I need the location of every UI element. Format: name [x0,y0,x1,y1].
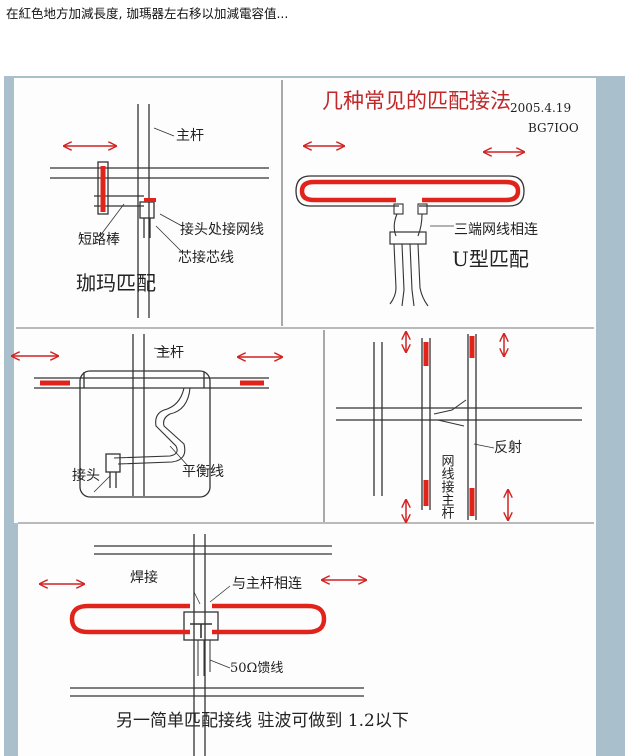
gamma-shield-label: 接头处接网线 [180,221,264,238]
footer-note: 另一简单匹配接线 驻波可做到 1.2以下 [116,711,409,731]
u-braid-label: 三端网线相连 [454,222,538,238]
gamma-title: 珈玛匹配 [76,271,156,295]
panel-simple-paper [18,523,596,756]
balanced-line-diagram [34,334,269,498]
sheet-date: 2005.4.19 [510,101,571,115]
join-rod-label: 与主杆相连 [232,576,302,592]
weld-label: 焊接 [130,569,158,586]
balanced-line-label: 平衡线 [182,464,224,480]
page-caption: 在紅色地方加減長度, 珈瑪器左右移以加減電容值... [6,6,289,21]
gamma-core-label: 芯接芯线 [178,249,234,266]
reflector-diagram [336,334,582,520]
u-title: U型匹配 [452,247,529,271]
sheet-heading: 几种常见的匹配接法 [322,89,511,113]
sheet-callsign: BG7IOO [528,121,579,135]
braid-to-rod-label: 网线接主杆 [439,454,455,519]
u-match-diagram [295,175,525,307]
simple-match-diagram [70,534,364,756]
balanced-main-rod-label: 主杆 [156,345,184,361]
panel-u-paper [282,78,596,328]
gamma-short-bar-label: 短路棒 [78,232,120,248]
panel-gamma-paper [14,78,282,328]
gamma-main-rod-label: 主杆 [176,128,204,144]
antenna-sketch-image: 主杆 短路棒 接头处接网线 芯接芯线 珈玛匹配 几种常见的匹配接法 2005.4… [4,76,625,756]
reflector-label: 反射 [494,440,522,456]
cable-label: 50Ω馈线 [230,661,283,676]
simple-dipole-red [69,603,327,635]
sketch-svg: 主杆 短路棒 接头处接网线 芯接芯线 珈玛匹配 几种常见的匹配接法 2005.4… [4,78,596,756]
connector-label: 接头 [72,467,100,484]
gamma-match-diagram [50,104,269,318]
